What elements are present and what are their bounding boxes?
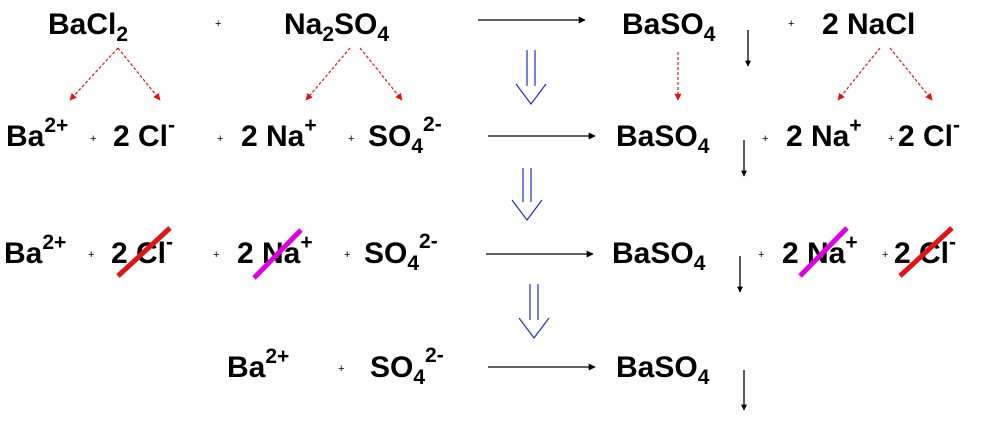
plus-sign: + — [215, 18, 221, 30]
na2so4-formula: Na2SO4 — [284, 8, 389, 46]
plus-sign: + — [344, 249, 350, 261]
cl-ion: 2 Cl- — [898, 114, 960, 153]
strike-na — [252, 228, 303, 280]
plus-sign: + — [888, 133, 894, 145]
so4-ion: SO42- — [370, 344, 444, 389]
na-ion: 2 Na+ — [241, 114, 317, 153]
ba-ion: Ba2+ — [4, 231, 66, 270]
baso4-formula: BaSO4 — [616, 351, 710, 389]
plus-sign: + — [213, 249, 219, 261]
so4-ion: SO42- — [368, 113, 442, 158]
nacl-formula: 2 NaCl — [822, 8, 915, 41]
plus-sign: + — [758, 249, 764, 261]
dissociation-arrow — [889, 47, 933, 101]
plus-sign: + — [348, 133, 354, 145]
na-ion: 2 Na+ — [786, 114, 862, 153]
plus-sign: + — [788, 18, 794, 30]
step-down-arrow — [518, 284, 550, 339]
dissociation-arrow — [359, 47, 403, 101]
dissociation-arrow — [305, 47, 351, 101]
ba-ion: Ba2+ — [227, 345, 289, 384]
strike-na — [798, 226, 849, 278]
baso4-formula: BaSO4 — [622, 8, 716, 46]
baso4-formula: BaSO4 — [612, 237, 706, 275]
strike-cl — [116, 226, 172, 278]
plus-sign: + — [88, 249, 94, 261]
ba-ion: Ba2+ — [6, 114, 68, 153]
so4-ion: SO42- — [364, 230, 438, 275]
plus-sign: + — [90, 133, 96, 145]
plus-sign: + — [762, 133, 768, 145]
cl-ion: 2 Cl- — [113, 114, 175, 153]
na-ion: 2 Na+ — [782, 231, 858, 270]
na-ion: 2 Na+ — [237, 231, 313, 270]
step-down-arrow — [515, 50, 547, 105]
strike-cl — [898, 226, 954, 278]
baso4-formula: BaSO4 — [616, 120, 710, 158]
dissociation-arrow — [837, 47, 881, 101]
step-down-arrow — [511, 168, 543, 221]
dissociation-arrow — [117, 47, 161, 101]
plus-sign: + — [882, 249, 888, 261]
plus-sign: + — [217, 133, 223, 145]
dissociation-arrow — [69, 47, 119, 101]
bacl2-formula: BaCl2 — [48, 8, 128, 46]
plus-sign: + — [338, 363, 344, 375]
